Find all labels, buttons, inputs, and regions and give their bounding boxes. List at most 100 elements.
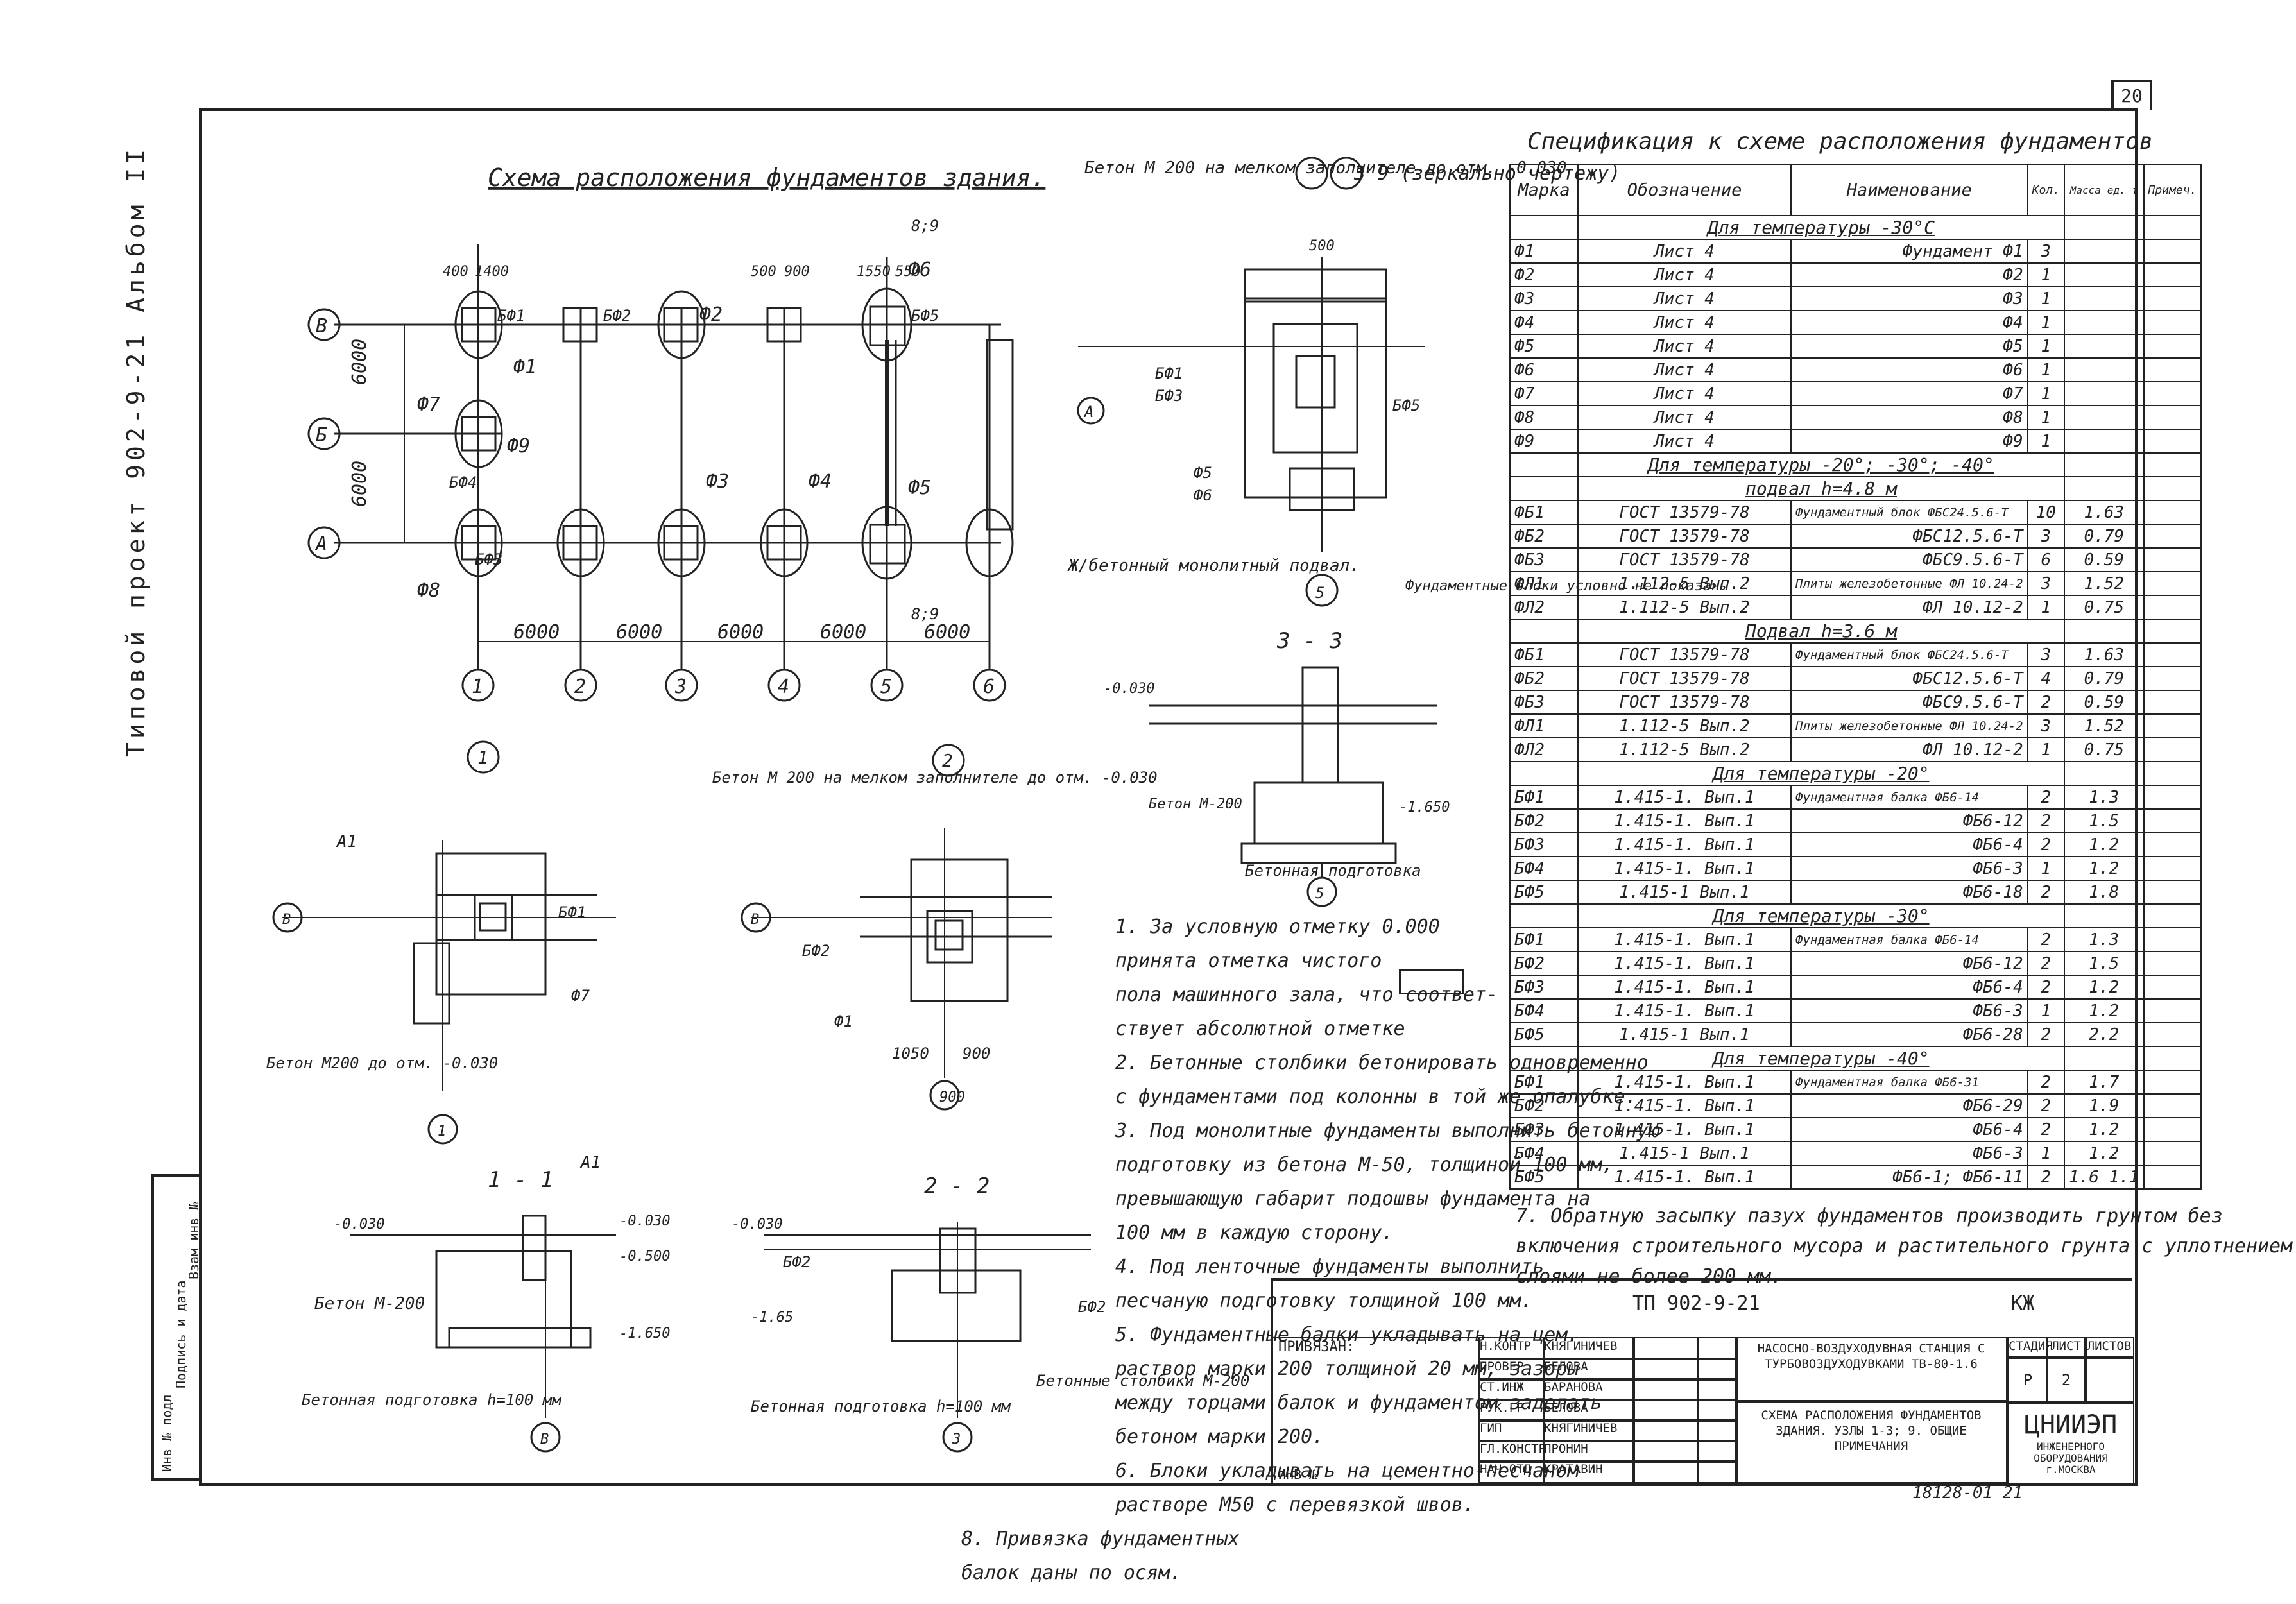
signature-cell	[1632, 1358, 1699, 1381]
spec-cell-mark: ФБ1	[1509, 500, 1579, 525]
section11-prep: Бетонная подготовка h=100 мм	[302, 1391, 562, 1409]
spec-cell-qty: 2	[2026, 951, 2065, 976]
spec-cell-note	[2143, 927, 2202, 952]
role-cell: ГЛ.КОНСТР	[1478, 1440, 1546, 1463]
spec-cell-designation: 1.415-1 Вып.1	[1577, 1022, 1792, 1047]
foundation-f1b	[562, 307, 598, 343]
foundation-f8	[461, 525, 497, 561]
spec-header-qty: Кол.	[2026, 164, 2065, 216]
spec-cell-name: ФБ6-4	[1790, 832, 2028, 857]
node39-axis-a-label: А	[1083, 403, 1093, 421]
spec-section-heading: Для температуры -30°	[1577, 903, 2065, 928]
date-cell	[1697, 1358, 1738, 1381]
spec-cell-note	[2143, 500, 2202, 525]
node39-top-block	[1244, 268, 1387, 303]
spec-cell-note	[2143, 310, 2202, 335]
spec-cell-mark: Ф9	[1509, 429, 1579, 454]
spec-cell-designation: ГОСТ 13579-78	[1577, 666, 1792, 691]
spec-cell-designation: Лист 4	[1577, 429, 1792, 454]
spec-section-heading: Для температуры -40°	[1577, 1046, 2065, 1071]
spec-cell-mass: 1.63	[2063, 642, 2145, 667]
spec-cell-note	[2143, 975, 2202, 1000]
node39-column	[1295, 355, 1336, 409]
spec-cell-mark: Ф8	[1509, 405, 1579, 430]
node2-dim-900a: 1050	[892, 1045, 929, 1062]
spec-cell-note	[2143, 951, 2202, 976]
axis-label-5: 5	[880, 676, 892, 698]
section33-footing	[1253, 781, 1384, 845]
spec-cell-name: ФБ6-3	[1790, 998, 2028, 1023]
spec-cell-name: ФБ6-3	[1790, 1141, 2028, 1166]
node1-post	[413, 942, 450, 1025]
spec-cell-name: Фундаментный блок ФБС24.5.6-Т	[1790, 500, 2028, 525]
node-oval	[454, 290, 503, 359]
spec-cell-designation: 1.415-1. Вып.1	[1577, 927, 1792, 952]
section11-elev-500: -0.500	[619, 1249, 670, 1265]
spec-header-name: Наименование	[1790, 164, 2028, 216]
node-oval	[965, 508, 1014, 577]
spec-cell-qty: 1	[2026, 262, 2065, 287]
spec-section-heading: Подвал h=3.6 м	[1577, 619, 2065, 644]
note-line: с фундаментами под колонны в той же опал…	[1115, 1086, 1637, 1108]
node1-title: 1	[477, 747, 488, 768]
spec-cell-note	[2143, 239, 2202, 264]
note7-line: слоями не более 200 мм.	[1516, 1265, 1783, 1288]
axis-label-2: 2	[574, 676, 586, 698]
label-f8: Ф8	[417, 579, 440, 602]
spec-cell-designation: 1.415-1. Вып.1	[1577, 832, 1792, 857]
signature-cell	[1632, 1440, 1699, 1463]
spec-cell-qty: 1	[2026, 286, 2065, 311]
spec-section-heading: подвал h=4.8 м	[1577, 476, 2065, 501]
spec-cell-name: Ф8	[1790, 405, 2028, 430]
date-cell	[1697, 1419, 1738, 1442]
note7-line: 7. Обратную засыпку пазух фундаментов пр…	[1516, 1205, 2223, 1227]
node1-concrete: Бетон М200 до отм. -0.030	[266, 1054, 498, 1072]
spec-cell-mass: 1.8	[2063, 880, 2145, 905]
spec-cell-designation: ГОСТ 13579-78	[1577, 524, 1792, 549]
linked-label: ПРИВЯЗАН:	[1278, 1339, 1355, 1355]
spec-cell-name: Фундаментная балка ФБ6-14	[1790, 927, 2028, 952]
name-cell: ПРОНИН	[1543, 1440, 1635, 1463]
spec-cell-mass: 1.3	[2063, 927, 2145, 952]
spec-cell-mass: 0.59	[2063, 690, 2145, 715]
spec-cell-mass: 1.52	[2063, 571, 2145, 596]
spec-cell-note	[2143, 1022, 2202, 1047]
signature-cell	[1632, 1419, 1699, 1442]
spec-cell-mass: 1.2	[2063, 1141, 2145, 1166]
section22-bf2-left: БФ2	[783, 1253, 810, 1271]
spec-cell-mark: БФ4	[1509, 1141, 1579, 1166]
spec-section-heading: Для температуры -20°	[1577, 761, 2065, 786]
node1-axis-1	[427, 1114, 458, 1145]
section33-bottom-elev: -1.650	[1399, 799, 1450, 815]
note-line: 2. Бетонные столбики бетонировать одновр…	[1115, 1052, 1649, 1074]
signature-cell	[1632, 1399, 1699, 1422]
spec-cell-mark: ФБ2	[1509, 524, 1579, 549]
spec-cell-name: ФЛ 10.12-2	[1790, 737, 2028, 762]
concrete-note: Бетон М 200 на мелком заполнителе до отм…	[1084, 158, 1566, 178]
inv-label: ИНВ №	[1278, 1467, 1317, 1482]
spec-cell-mark: БФ5	[1509, 880, 1579, 905]
spec-section-row: Для температуры -20°; -30°; -40°	[1509, 452, 2202, 477]
node-oval	[657, 508, 706, 577]
section33-axis-5-label: 5	[1315, 886, 1324, 902]
node2-axis-3-label: 900	[939, 1089, 965, 1105]
spec-cell-mass: 1.2	[2063, 832, 2145, 857]
spec-cell-mark: Ф7	[1509, 381, 1579, 406]
spec-header-designation: Обозначение	[1577, 164, 1792, 216]
spec-cell-designation: 1.415-1. Вып.1	[1577, 1165, 1792, 1190]
spec-header-mass: Масса ед. т	[2063, 164, 2145, 216]
sheet-title: СХЕМА РАСПОЛОЖЕНИЯ ФУНДАМЕНТОВ ЗДАНИЯ. У…	[1735, 1401, 2007, 1483]
spec-cell-designation: ГОСТ 13579-78	[1577, 642, 1792, 667]
spec-cell-mark: ФБ3	[1509, 547, 1579, 572]
basement-outline	[986, 339, 1014, 531]
node1-axis-v	[272, 902, 303, 933]
spec-cell-mark: Ф4	[1509, 310, 1579, 335]
